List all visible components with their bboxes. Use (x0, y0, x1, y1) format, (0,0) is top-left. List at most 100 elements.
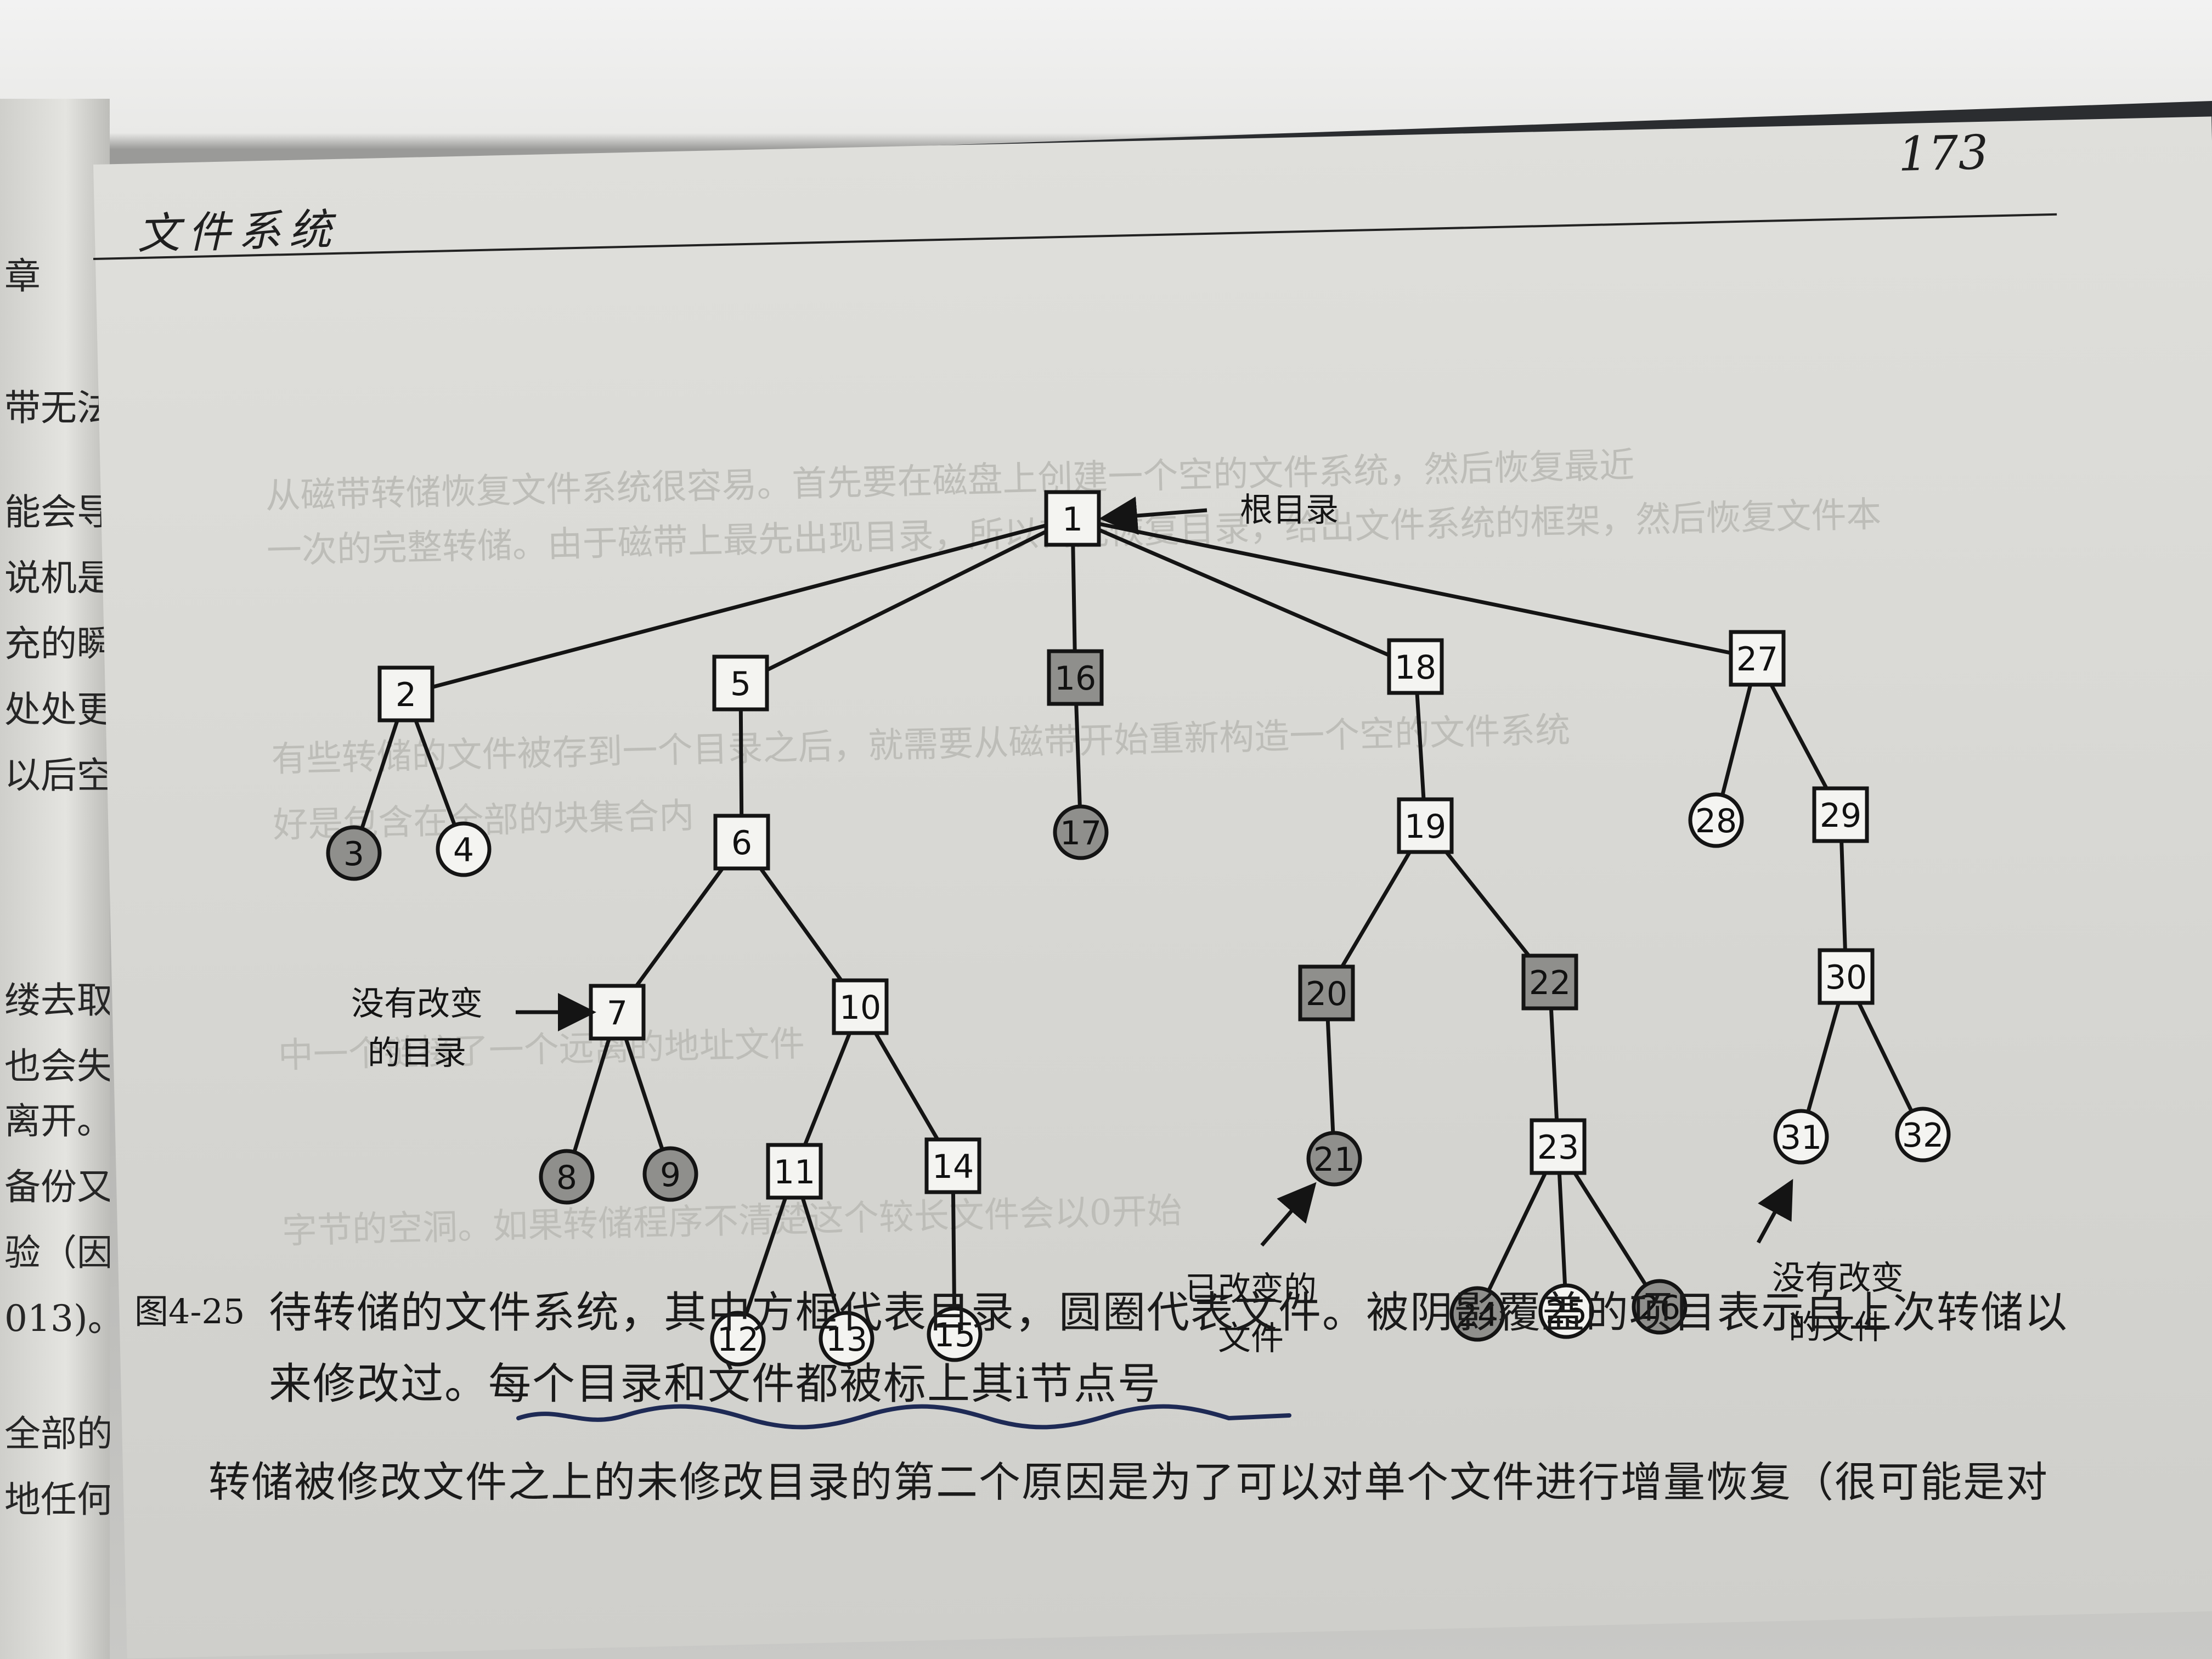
left-page-text-fragment: 验（因 (4, 1232, 110, 1274)
inode-number-label: 10 (839, 989, 881, 1027)
inode-number-label: 5 (730, 665, 751, 703)
directory-node: 11 (766, 1143, 823, 1200)
unchanged-file-annotation-line2: 的文件 (1788, 1308, 1887, 1347)
directory-box (1387, 638, 1444, 695)
inode-number-label: 23 (1537, 1128, 1579, 1167)
inode-number-label: 12 (717, 1321, 759, 1359)
directory-node: 23 (1530, 1118, 1587, 1175)
inode-number-label: 4 (453, 831, 474, 870)
file-circle (1449, 1286, 1505, 1342)
directory-box (1397, 797, 1454, 854)
directory-node: 10 (832, 978, 889, 1035)
changed-file-annotation-line2: 文件 (1218, 1319, 1284, 1358)
file-node: 26 (1632, 1279, 1688, 1335)
left-page-text-fragment: 也会失 (4, 1045, 110, 1087)
directory-node: 6 (713, 814, 770, 871)
handwritten-underline (516, 1404, 1291, 1430)
file-node: 9 (642, 1146, 698, 1202)
directory-box (1047, 649, 1104, 706)
directory-box (713, 814, 770, 871)
directory-box (832, 978, 889, 1035)
directory-node: 16 (1047, 649, 1104, 706)
file-node: 12 (710, 1311, 766, 1367)
inode-number-label: 29 (1820, 797, 1861, 835)
directory-box (377, 665, 435, 723)
inode-number-label: 15 (934, 1316, 975, 1355)
left-page-text-fragment: 处处更 (4, 689, 110, 731)
directory-box (1521, 953, 1578, 1011)
inode-number-label: 19 (1404, 808, 1446, 846)
inode-number-label: 31 (1780, 1119, 1822, 1157)
file-circle (1895, 1107, 1951, 1163)
file-node: 28 (1688, 792, 1744, 848)
file-circle (819, 1311, 874, 1367)
directory-node: 2 (377, 665, 435, 723)
inode-number-label: 32 (1902, 1116, 1944, 1155)
inode-number-label: 22 (1529, 964, 1571, 1002)
directory-node: 27 (1729, 630, 1786, 687)
directory-node: 19 (1397, 797, 1454, 854)
directory-box (924, 1137, 981, 1194)
unchanged-dir-annotation-line1: 没有改变 (351, 985, 483, 1023)
inode-number-label: 14 (932, 1148, 974, 1186)
left-page-text-fragment: 离开。 (4, 1100, 110, 1142)
file-circle (1773, 1109, 1829, 1165)
file-circle (1632, 1279, 1688, 1335)
directory-node: 20 (1298, 964, 1355, 1022)
directory-node: 22 (1521, 953, 1578, 1011)
inode-number-label: 28 (1695, 802, 1737, 840)
changed-file-arrow (1260, 1182, 1317, 1247)
file-circle (710, 1311, 766, 1367)
left-page-text-fragment: 全部的 (4, 1413, 110, 1455)
file-node: 21 (1306, 1131, 1362, 1187)
tree-edge (1072, 516, 1758, 661)
left-page-text-fragment: 章 (4, 255, 41, 297)
unchanged-file-annotation-line1: 没有改变 (1772, 1259, 1904, 1297)
file-circle (436, 821, 492, 877)
file-node: 8 (539, 1149, 595, 1205)
file-circle (642, 1146, 698, 1202)
file-node: 32 (1895, 1107, 1951, 1163)
directory-box (712, 654, 769, 712)
directory-node: 14 (924, 1137, 981, 1194)
file-circle (326, 825, 382, 881)
figure-caption-id: 图4-25 (134, 1291, 245, 1331)
figure-caption-line2: 来修改过。每个目录和文件都被标上其i节点号 (269, 1359, 1161, 1409)
file-node: 3 (326, 825, 382, 881)
tree-edge (616, 840, 743, 1014)
inode-number-label: 2 (396, 676, 416, 714)
inode-number-label: 13 (826, 1321, 867, 1359)
file-circle (1538, 1283, 1594, 1339)
left-page-text-fragment: 说机是 (4, 557, 110, 599)
directory-box (766, 1143, 823, 1200)
directory-node: 29 (1812, 786, 1869, 843)
unchanged-dir-annotation-line2: 的目录 (368, 1034, 466, 1073)
left-page-text-fragment: 地任何 (4, 1479, 110, 1521)
body-text-line: 转储被修改文件之上的未修改目录的第二个原因是为了可以对单个文件进行增量恢复（很可… (208, 1458, 2049, 1506)
directory-box (1729, 630, 1786, 687)
file-circle (1053, 804, 1109, 860)
inode-number-label: 7 (607, 994, 628, 1032)
figure-caption-line1: 待转储的文件系统，其中方框代表目录，圆圈代表文件。被阴影覆盖的项目表示自上次转储… (269, 1288, 2069, 1338)
inode-number-label: 20 (1306, 975, 1347, 1013)
left-page-text-fragment: 缕去取 (4, 979, 110, 1022)
file-node: 17 (1053, 804, 1109, 860)
inode-number-label: 27 (1736, 640, 1778, 679)
file-node: 4 (436, 821, 492, 877)
directory-node: 1 (1044, 490, 1101, 547)
unchanged-file-arrow (1756, 1178, 1793, 1244)
file-circle (539, 1149, 595, 1205)
directory-box (1818, 948, 1875, 1005)
inode-number-label: 8 (556, 1159, 577, 1197)
directory-box (1044, 490, 1101, 547)
directory-node: 7 (589, 984, 646, 1041)
directory-box (1298, 964, 1355, 1022)
file-node: 24 (1449, 1286, 1505, 1342)
root-arrow (1099, 496, 1207, 535)
inode-number-label: 21 (1313, 1141, 1355, 1179)
directory-node: 18 (1387, 638, 1444, 695)
inode-number-label: 11 (774, 1153, 815, 1192)
tree-edge (740, 516, 1074, 685)
